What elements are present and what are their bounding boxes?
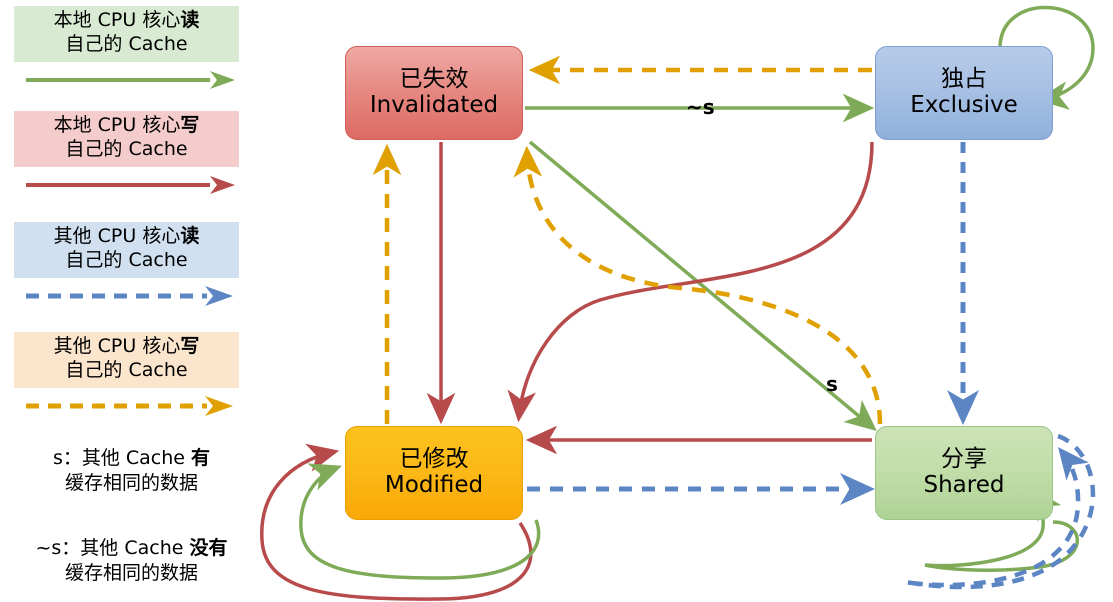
legend-text-remote-write-prefix: 其他 CPU 核心: [53, 335, 181, 357]
state-exclusive-zh: 独占: [941, 65, 987, 92]
edge-modified-self-loop-write: [260, 443, 533, 601]
state-modified-en: Modified: [384, 472, 484, 499]
legend-arrow-local-write: [26, 175, 235, 194]
legend-swatch-local-write: 本地 CPU 核心写 自己的 Cache: [14, 111, 239, 167]
legend-swatch-remote-write: 其他 CPU 核心写 自己的 Cache: [14, 332, 239, 388]
state-node-modified[interactable]: 已修改 Modified: [345, 426, 523, 520]
legend-text-remote-write-line2: 自己的 Cache: [65, 358, 188, 381]
legend-swatch-local-read: 本地 CPU 核心读 自己的 Cache: [14, 6, 239, 62]
edge-shared-self-loop-read: [924, 487, 1080, 572]
state-exclusive-en: Exclusive: [910, 92, 1018, 119]
state-shared-en: Shared: [923, 472, 1005, 499]
legend-arrow-local-read: [26, 70, 235, 89]
legend-text-local-read-prefix: 本地 CPU 核心: [53, 9, 181, 31]
state-modified-zh: 已修改: [399, 445, 469, 472]
legend-text-local-read-line2: 自己的 Cache: [65, 32, 188, 55]
edge-exclusive-self-loop-read: [998, 5, 1095, 110]
legend-text-local-read-bold: 读: [180, 9, 200, 31]
state-shared-zh: 分享: [941, 445, 987, 472]
legend-item-remote-read: 其他 CPU 核心读 自己的 Cache: [14, 222, 239, 307]
edge-exclusive-to-modified: [507, 141, 874, 423]
edge-shared-self-loop-remote-read: [904, 433, 1096, 590]
note-s-prefix: s：其他 Cache: [52, 447, 192, 469]
note-not-s-definition: ~s：其他 Cache 没有 缓存相同的数据: [4, 536, 259, 585]
edge-shared-to-invalidated: [513, 145, 883, 425]
note-s-definition: s：其他 Cache 有 缓存相同的数据: [4, 446, 259, 495]
edge-invalidated-to-shared: [528, 140, 877, 432]
edge-label-not-s: ~s: [686, 95, 715, 119]
state-invalidated-zh: 已失效: [399, 65, 469, 92]
legend-arrow-remote-read: [26, 285, 233, 306]
legend-item-local-read: 本地 CPU 核心读 自己的 Cache: [14, 6, 239, 91]
legend-text-remote-read-prefix: 其他 CPU 核心: [53, 225, 181, 247]
legend-item-remote-write: 其他 CPU 核心写 自己的 Cache: [14, 332, 239, 417]
edge-label-s: s: [826, 372, 838, 396]
legend-arrow-remote-write: [26, 395, 233, 416]
legend-panel: 本地 CPU 核心读 自己的 Cache 本地 CPU 核心写 自己的 Cach…: [0, 0, 280, 602]
note-not-s-prefix: ~s：其他 Cache: [35, 537, 190, 559]
note-not-s-bold: 没有: [189, 537, 228, 559]
legend-item-local-write: 本地 CPU 核心写 自己的 Cache: [14, 111, 239, 196]
edge-modified-self-loop-read: [299, 463, 541, 580]
note-s-bold: 有: [191, 447, 211, 469]
state-node-invalidated[interactable]: 已失效 Invalidated: [345, 46, 523, 140]
note-s-line2: 缓存相同的数据: [64, 471, 198, 494]
note-not-s-line2: 缓存相同的数据: [64, 561, 198, 584]
state-invalidated-en: Invalidated: [369, 92, 499, 119]
legend-text-remote-read-line2: 自己的 Cache: [65, 248, 188, 271]
legend-text-remote-write-bold: 写: [180, 335, 200, 357]
legend-text-local-write-bold: 写: [180, 114, 200, 136]
legend-text-local-write-prefix: 本地 CPU 核心: [53, 114, 181, 136]
legend-text-local-write-line2: 自己的 Cache: [65, 137, 188, 160]
legend-swatch-remote-read: 其他 CPU 核心读 自己的 Cache: [14, 222, 239, 278]
state-node-shared[interactable]: 分享 Shared: [875, 426, 1053, 520]
state-node-exclusive[interactable]: 独占 Exclusive: [875, 46, 1053, 140]
legend-text-remote-read-bold: 读: [180, 225, 200, 247]
